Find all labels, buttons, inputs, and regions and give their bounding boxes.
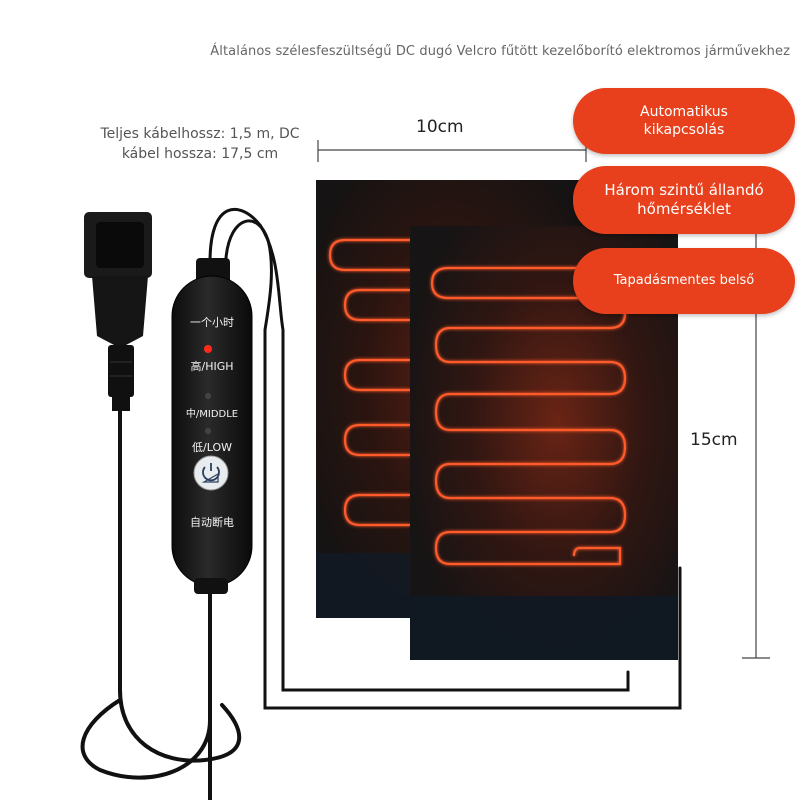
controller-middle-button[interactable]: 中/MIDDLE xyxy=(185,409,239,420)
page-title: Általános szélesfeszültségű DC dugó Velc… xyxy=(210,44,790,59)
power-icon[interactable] xyxy=(201,463,220,483)
feature-auto-off-line-2: kikapcsolás xyxy=(643,122,725,138)
controller-auto-off-label: 自动断电 xyxy=(190,516,234,529)
cable-note-line-1: Teljes kábelhossz: 1,5 m, DC xyxy=(100,126,300,142)
width-dimension-line xyxy=(317,140,587,162)
controller-body xyxy=(171,258,253,594)
controller-high-button[interactable]: 高/HIGH xyxy=(190,360,234,373)
feature-auto-off-line-1: Automatikus xyxy=(640,104,728,120)
width-label: 10cm xyxy=(416,117,464,137)
controller-timer-label: 一个小时 xyxy=(190,316,234,329)
controller-low-button[interactable]: 低/LOW xyxy=(192,441,232,454)
feature-three-levels-line-1: Három szintű állandó xyxy=(604,181,764,199)
feature-non-stick: Tapadásmentes belső xyxy=(573,248,795,314)
cable-note-line-2: kábel hossza: 17,5 cm xyxy=(121,146,279,162)
feature-three-levels-line-2: hőmérséklet xyxy=(637,200,731,218)
cable xyxy=(80,207,682,800)
feature-auto-off: Automatikus kikapcsolás xyxy=(573,88,795,154)
cable-length-note: Teljes kábelhossz: 1,5 m, DC kábel hossz… xyxy=(75,124,325,164)
height-label: 15cm xyxy=(690,430,738,450)
feature-non-stick-line-1: Tapadásmentes belső xyxy=(613,273,755,288)
dc-plug xyxy=(84,212,152,411)
feature-three-levels: Három szintű állandó hőmérséklet xyxy=(573,166,795,234)
